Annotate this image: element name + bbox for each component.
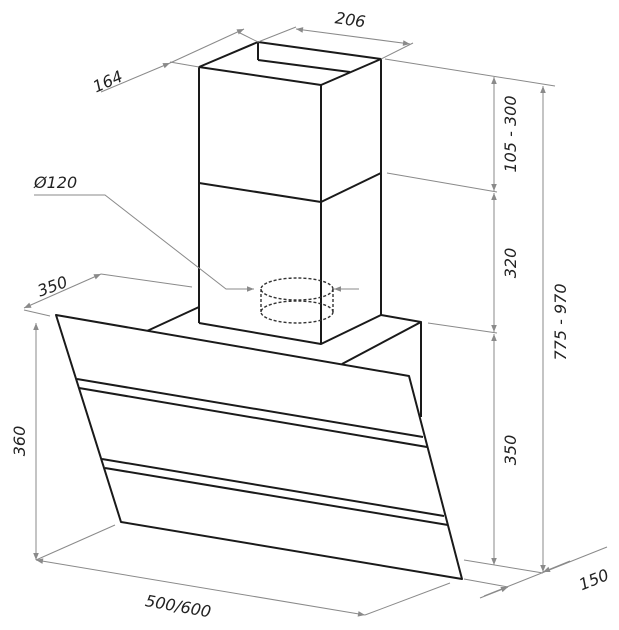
chimney-inner-edge bbox=[257, 59, 351, 73]
label-width: 500/600 bbox=[144, 591, 213, 621]
label-chimney-width: 206 bbox=[334, 8, 367, 31]
label-panel-height: 360 bbox=[10, 426, 29, 457]
label-body-depth: 350 bbox=[35, 272, 70, 300]
label-duct-diameter: Ø120 bbox=[33, 173, 77, 192]
duct-cylinder bbox=[260, 277, 334, 324]
label-chimney-depth: 164 bbox=[90, 67, 126, 97]
label-total-height: 775 - 970 bbox=[551, 283, 570, 360]
chimney-joint bbox=[198, 172, 382, 203]
label-bottom-depth: 150 bbox=[576, 565, 611, 594]
label-chimney-upper: 105 - 300 bbox=[501, 95, 520, 172]
dimension-lines bbox=[23, 26, 608, 617]
glass-panel bbox=[55, 314, 463, 580]
label-chimney-lower: 320 bbox=[501, 248, 520, 279]
hood-body bbox=[146, 306, 422, 417]
label-body-height: 350 bbox=[501, 435, 520, 466]
chimney bbox=[198, 41, 382, 345]
